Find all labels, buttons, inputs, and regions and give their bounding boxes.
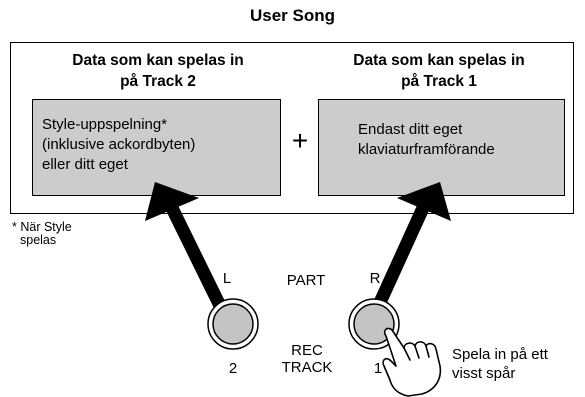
left-key-label: L [222,270,232,287]
plus-sign: + [291,125,309,156]
track-number-2: 2 [228,360,238,377]
footnote-line2: spelas [20,233,57,247]
track1-header-line1: Data som kan spelas in [353,52,525,69]
track1-text-line2: klaviaturframförande [358,141,495,158]
track1-text-line1: Endast ditt eget [358,121,463,138]
track2-button[interactable] [207,298,259,350]
track2-header: Data som kan spelas in på Track 2 [22,50,294,92]
rec-label-line2: TRACK [281,359,333,376]
user-song-frame [10,42,574,214]
track1-data-text: Endast ditt eget klaviaturframförande [358,120,558,160]
left-arrow [145,182,233,323]
track-number-1: 1 [373,360,383,377]
track2-data-text: Style-uppspelning* (inklusive ackordbyte… [42,115,277,175]
part-label: PART [286,272,326,289]
diagram-title: User Song [249,6,336,25]
track1-header: Data som kan spelas in på Track 1 [313,50,565,92]
footnote: * När Style spelas [12,221,152,247]
caption-line1: Spela in på ett [452,346,548,363]
track1-header-line2: på Track 1 [401,73,477,90]
track2-header-line1: Data som kan spelas in [72,52,244,69]
track2-text-line1: Style-uppspelning* [42,116,168,133]
rec-track-label: REC TRACK [262,342,352,376]
track2-header-line2: på Track 2 [120,73,196,90]
right-key-label: R [369,270,381,287]
right-arrow [366,182,451,323]
track1-data-panel [318,99,565,196]
caption-line2: visst spår [452,365,516,382]
rec-label-line1: REC [291,342,323,359]
pressing-hand-icon [382,327,442,397]
footnote-line1: * När Style [12,220,72,234]
track2-text-line2: (inklusive ackordbyten) [42,136,196,153]
record-caption: Spela in på ett visst spår [452,345,582,383]
track2-text-line3: eller ditt eget [42,156,128,173]
